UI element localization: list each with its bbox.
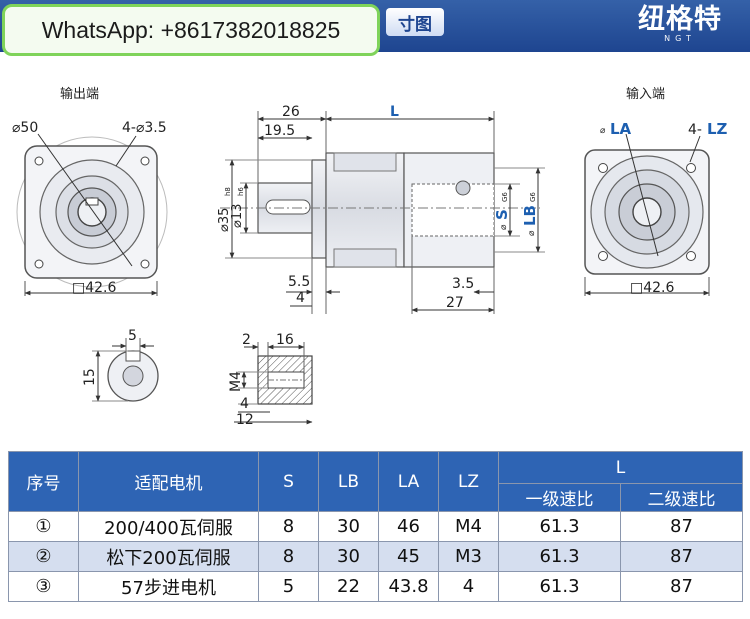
dim-LB: LB [521,205,539,226]
thread-section: 2 16 M4 4 12 [228,332,313,428]
dim-L: L [390,104,399,120]
dim-26: 26 [282,104,300,120]
header-la: LA [378,451,439,512]
dim-LB-tol: G6 [529,192,537,202]
technical-drawing: 输出端 ⌀50 4-⌀3.5 □42.6 [12,86,728,428]
cell-index: ② [8,541,79,572]
dim-d35: ⌀35 [217,208,232,232]
cell-la: 45 [378,541,439,572]
cell-l1: 61.3 [498,541,621,572]
cell-l1: 61.3 [498,511,621,542]
header-lz: LZ [438,451,499,512]
cell-motor: 松下200瓦伺服 [78,541,259,572]
header-index: 序号 [8,451,79,512]
spec-table: 序号 适配电机 S LB LA LZ L 一级速比 二级速比 ① 200/400… [8,451,744,602]
dim-LA: LA [610,120,632,138]
cell-s: 8 [258,511,319,542]
cell-lz: M3 [438,541,499,572]
dim-holes: 4-⌀3.5 [122,120,167,136]
dim-27: 27 [446,295,464,311]
cell-lb: 22 [318,571,379,602]
dim-thread-16: 16 [276,332,294,348]
cell-s: 8 [258,541,319,572]
header-l-stage1: 一级速比 [498,483,621,512]
header-s: S [258,451,319,512]
header-l: L [497,451,744,484]
dim-key-15: 15 [82,368,98,386]
brand-sub: NGT [664,34,696,43]
dim-LZ: LZ [707,120,728,138]
cell-l2: 87 [619,511,744,542]
header-motor: 适配电机 [78,451,259,512]
dim-4: 4 [296,290,305,306]
brand-logo: 纽格特 NGT [628,2,732,43]
dim-d13: ⌀13 [230,204,245,228]
dim-LA-prefix: ⌀ [600,126,606,136]
dim-thread-2: 2 [242,332,251,348]
dim-thread-M4: M4 [228,371,244,392]
dim-3-5: 3.5 [452,276,474,292]
dim-bolt-circle: ⌀50 [12,120,38,136]
cell-motor: 200/400瓦伺服 [78,511,259,542]
header-l-stage2: 二级速比 [619,483,744,512]
dim-square-output: □42.6 [72,280,116,296]
input-end-view: 输入端 ⌀ LA 4- LZ □42.6 [584,86,728,296]
dim-key-5: 5 [128,328,137,344]
cell-l2: 87 [619,571,744,602]
dim-19-5: 19.5 [264,123,295,139]
brand-name: 纽格特 [638,4,722,35]
cell-motor: 57步进电机 [78,571,259,602]
title-tab: 寸图 [386,8,444,36]
dim-S-tol: G6 [501,192,509,202]
cell-lz: 4 [438,571,499,602]
whatsapp-badge[interactable]: WhatsApp: +8617382018825 [2,4,380,56]
cell-l1: 61.3 [498,571,621,602]
side-view: 26 19.5 L ⌀35 h8 ⌀13 h6 ⌀ S G6 ⌀ LB G6 [217,104,545,314]
cell-l2: 87 [619,541,744,572]
dim-thread-4: 4 [240,396,249,412]
table-row: ① 200/400瓦伺服 8 30 46 M4 61.3 87 [8,511,744,542]
table-row: ② 松下200瓦伺服 8 30 45 M3 61.3 87 [8,541,744,572]
table-row: ③ 57步进电机 5 22 43.8 4 61.3 87 [8,571,744,602]
dim-d13-tol: h6 [237,187,245,196]
shaft-key-view: 5 15 [82,328,159,402]
cell-la: 46 [378,511,439,542]
input-end-label: 输入端 [626,86,665,102]
output-end-label: 输出端 [60,86,99,102]
cell-s: 5 [258,571,319,602]
cell-lb: 30 [318,541,379,572]
cell-lz: M4 [438,511,499,542]
dim-square-input: □42.6 [630,280,674,296]
dim-LZ-prefix: 4- [688,122,702,138]
dim-S: S [493,209,511,220]
output-end-view: 输出端 ⌀50 4-⌀3.5 □42.6 [12,86,168,296]
cell-index: ① [8,511,79,542]
dim-S-prefix: ⌀ [499,224,509,230]
dim-LB-prefix: ⌀ [527,230,537,236]
dim-d35-tol: h8 [224,187,232,196]
cell-lb: 30 [318,511,379,542]
dim-5-5: 5.5 [288,274,310,290]
cell-la: 43.8 [378,571,439,602]
dim-thread-12: 12 [236,412,254,428]
header-lb: LB [318,451,379,512]
cell-index: ③ [8,571,79,602]
